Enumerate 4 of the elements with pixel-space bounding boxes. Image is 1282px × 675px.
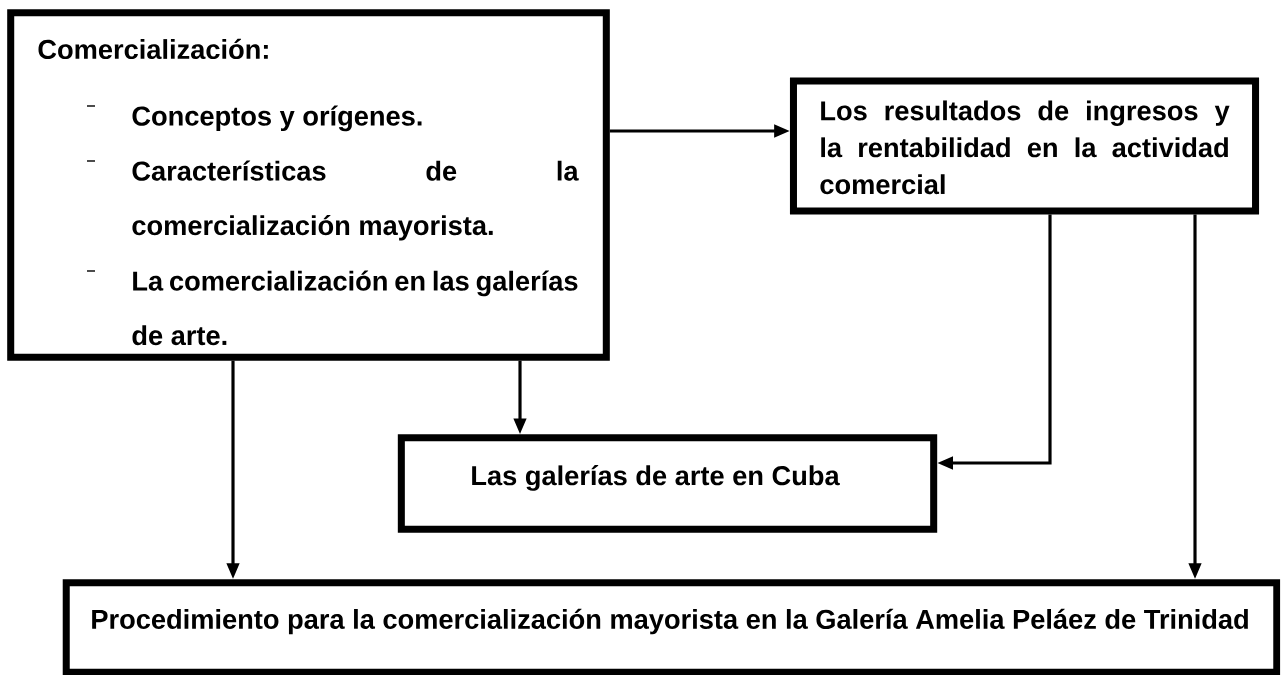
process-box: Comercialización: Conceptos y orígenes. Características de la comercialización mayorista. La comercialización en las galerías de arte. [7, 9, 610, 361]
process-box: Procedimiento para la comercialización mayorista en la Galería Amelia Peláez de Trinidad [62, 579, 1281, 675]
process-box: Las galerías de arte en Cuba [397, 434, 938, 533]
process-box: Los resultados de ingresos y la rentabilidad en la actividad comercial [789, 77, 1260, 215]
